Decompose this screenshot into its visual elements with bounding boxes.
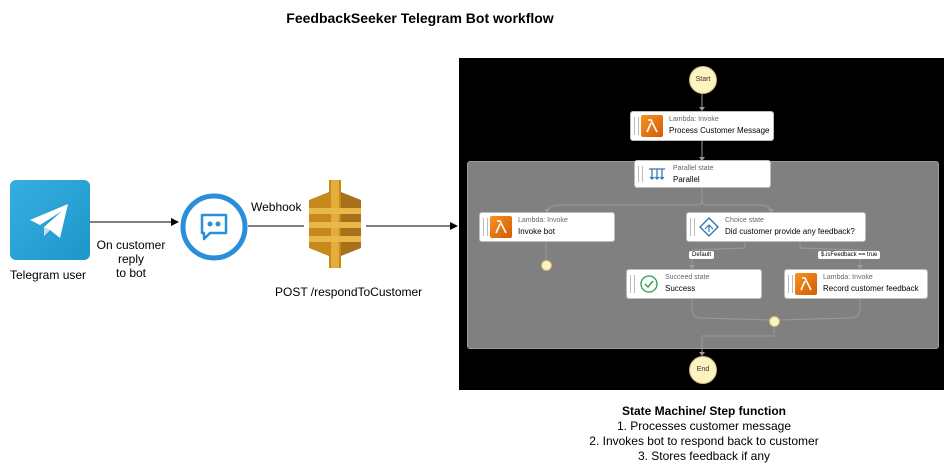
state-name: Process Customer Message (669, 126, 770, 135)
drag-handle[interactable] (690, 218, 695, 236)
end-node: End (689, 356, 717, 384)
start-node: Start (689, 66, 717, 94)
lambda-icon (795, 273, 817, 295)
invoke-bot-state[interactable]: Lambda: Invoke Invoke bot (479, 212, 615, 242)
state-name: Success (665, 284, 696, 293)
lex-bot-icon (180, 193, 248, 261)
default-edge-label: Default (689, 251, 715, 259)
record-feedback-state[interactable]: Lambda: Invoke Record customer feedback (784, 269, 928, 299)
caption-line-3: 3. Stores feedback if any (637, 449, 771, 463)
drag-handle[interactable] (638, 166, 643, 182)
caption-line-2: 2. Invokes bot to respond back to custom… (589, 434, 819, 448)
drag-handle[interactable] (630, 275, 635, 293)
drag-handle[interactable] (634, 117, 639, 135)
drag-handle[interactable] (788, 275, 793, 293)
post-endpoint-label: POST /respondToCustomer (275, 285, 423, 299)
state-kind: Parallel state (673, 165, 714, 172)
state-machine-caption: State Machine/ Step function 1. Processe… (560, 404, 848, 464)
state-kind: Lambda: Invoke (669, 116, 719, 123)
state-name: Did customer provide any feedback? (725, 227, 855, 236)
customer-reply-line-2: reply (117, 252, 144, 266)
process-customer-message-state[interactable]: Lambda: Invoke Process Customer Message (630, 111, 774, 141)
choice-state[interactable]: Choice state Did customer provide any fe… (686, 212, 866, 242)
customer-reply-line-3: to bot (115, 266, 147, 280)
condition-edge-label: $.isFeedback == true (818, 251, 881, 259)
customer-reply-label: On customer reply to bot (92, 238, 170, 280)
telegram-icon (10, 180, 90, 260)
success-state[interactable]: Succeed state Success (626, 269, 762, 299)
parallel-state[interactable]: Parallel state Parallel (634, 160, 771, 188)
drag-handle[interactable] (483, 218, 488, 236)
state-name: Record customer feedback (823, 284, 919, 293)
customer-reply-line-1: On customer (96, 238, 166, 252)
state-name: Parallel (673, 175, 700, 184)
telegram-user-label: Telegram user (10, 268, 87, 282)
webhook-label: Webhook (251, 200, 302, 214)
lambda-icon (641, 115, 663, 137)
state-kind: Choice state (725, 217, 764, 224)
check-icon (640, 275, 658, 293)
caption-title: State Machine/ Step function (621, 404, 786, 418)
api-gateway-icon (309, 180, 361, 268)
merge-dot (769, 316, 780, 327)
state-kind: Succeed state (665, 274, 710, 281)
parallel-icon (649, 168, 665, 180)
state-kind: Lambda: Invoke (518, 217, 568, 224)
lambda-icon (490, 216, 512, 238)
branch-end-dot (541, 260, 552, 271)
choice-icon (699, 217, 719, 237)
state-kind: Lambda: Invoke (823, 274, 873, 281)
state-name: Invoke bot (518, 227, 555, 236)
caption-line-1: 1. Processes customer message (616, 419, 792, 433)
diagram-title: FeedbackSeeker Telegram Bot workflow (286, 10, 554, 26)
